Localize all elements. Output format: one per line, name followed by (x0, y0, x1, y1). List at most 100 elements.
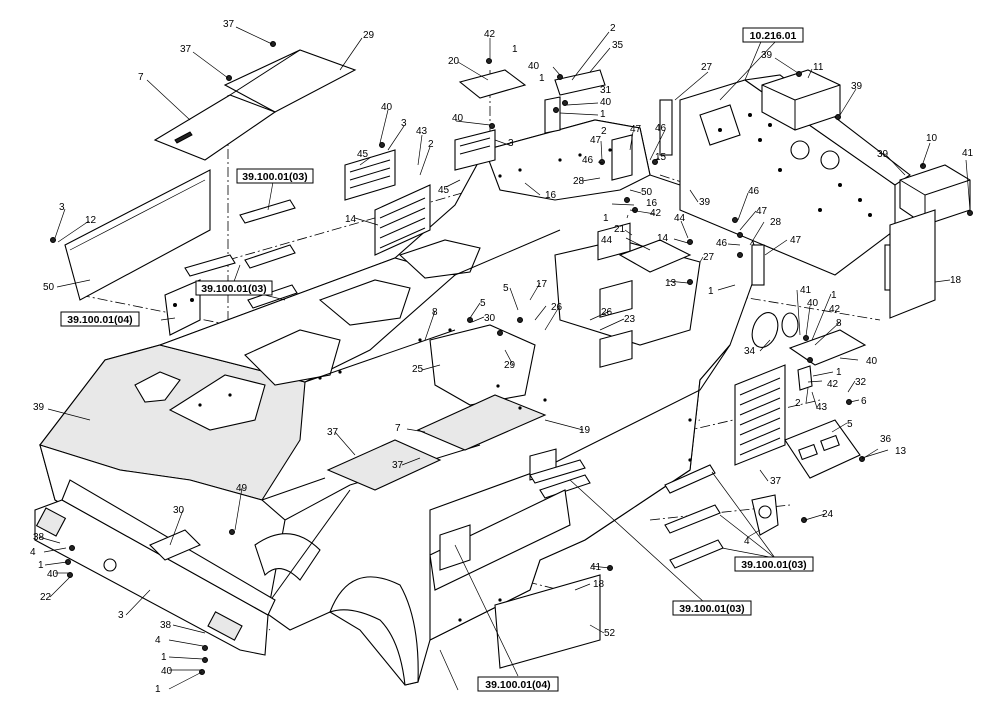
callout: 45 (438, 185, 450, 196)
callout: 40 (807, 298, 819, 309)
ref-39-100-01-03-d: 39.100.01(03) (679, 603, 744, 615)
cabin-opening-3 (398, 239, 481, 279)
callout: 40 (528, 61, 540, 72)
callout-labels: 37 29 37 7 42 1 2 35 40 1 31 40 1 20 27 … (30, 19, 974, 695)
callout: 37 (392, 460, 404, 471)
callout: 47 (756, 206, 768, 217)
front-wheel-cutout (254, 533, 321, 581)
cabin-opening-1 (244, 329, 341, 386)
callout: 10 (926, 133, 938, 144)
callout: 17 (536, 279, 548, 290)
callout: 39 (851, 81, 863, 92)
callout: 6 (861, 396, 867, 407)
callout: 4 (155, 635, 161, 646)
callout: 11 (813, 62, 824, 73)
cabin-opening-2 (318, 279, 411, 326)
callout: 1 (512, 44, 518, 55)
callout: 46 (748, 186, 760, 197)
right-small-plates (439, 419, 861, 571)
callout: 40 (47, 569, 59, 580)
callout: 46 (655, 123, 667, 134)
grille-12 (374, 184, 431, 256)
callout: 30 (173, 505, 185, 516)
callout: 13 (895, 446, 907, 457)
callout: 36 (880, 434, 892, 445)
callout: 50 (43, 282, 55, 293)
callout: 1 (155, 684, 161, 695)
callout: 28 (770, 217, 782, 228)
callout: 29 (363, 30, 375, 41)
callout: 15 (655, 152, 667, 163)
rear-panel-assembly (679, 74, 911, 276)
callout: 3 (59, 202, 65, 213)
callout: 30 (484, 313, 496, 324)
top-cover-plates (153, 49, 357, 161)
callout: 18 (950, 275, 962, 286)
deck-plate-29 (416, 394, 547, 451)
callout: 1 (38, 560, 44, 571)
roof-opening (134, 371, 181, 403)
callout: 1 (600, 109, 606, 120)
callout: 8 (836, 318, 842, 329)
callout: 41 (962, 148, 974, 159)
front-bumper (34, 479, 276, 656)
callout: 31 (600, 85, 612, 96)
callout: 42 (650, 208, 662, 219)
callout: 28 (573, 176, 585, 187)
callout: 21 (614, 224, 626, 235)
callout: 1 (836, 367, 842, 378)
callout: 2 (428, 139, 434, 150)
callout: 5 (503, 283, 509, 294)
callout: 43 (816, 402, 828, 413)
ref-39-100-01-04-b: 39.100.01(04) (485, 679, 550, 691)
callout: 27 (703, 252, 715, 263)
callout: 3 (118, 610, 124, 621)
callout: 24 (822, 509, 834, 520)
callout: 39 (33, 402, 45, 413)
callout: 7 (395, 423, 401, 434)
callout: 25 (412, 364, 424, 375)
callout: 16 (545, 190, 557, 201)
stowage-boxes (761, 69, 971, 226)
callout: 39 (877, 149, 889, 160)
callout: 40 (161, 666, 173, 677)
callout: 29 (504, 360, 516, 371)
callout: 3 (401, 118, 407, 129)
driver-hatch-opening (168, 374, 266, 431)
callout: 50 (641, 187, 653, 198)
callout: 1 (708, 286, 714, 297)
callout: 42 (829, 304, 841, 315)
callout: 37 (223, 19, 235, 30)
ref-39-100-01-03-b: 39.100.01(03) (201, 283, 266, 295)
callout: 3 (508, 138, 514, 149)
callout: 35 (612, 40, 624, 51)
side-window-2 (599, 279, 633, 318)
grille-13 (734, 364, 786, 466)
callout: 1 (831, 290, 837, 301)
callout: 19 (579, 425, 591, 436)
callout: 1 (603, 213, 609, 224)
callout: 27 (701, 62, 713, 73)
callout: 2 (795, 398, 801, 409)
callout: 37 (770, 476, 782, 487)
callout: 52 (604, 628, 616, 639)
callout: 43 (416, 126, 428, 137)
callout: 40 (452, 113, 464, 124)
ref-39-100-01-04-a: 39.100.01(04) (67, 314, 132, 326)
callout: 8 (432, 307, 438, 318)
callout: 18 (593, 579, 605, 590)
side-window-3 (599, 329, 633, 368)
ref-39-100-01-03-a: 39.100.01(03) (242, 171, 307, 183)
callout: 47 (590, 135, 602, 146)
rear-wheel-arch (329, 576, 419, 686)
callout: 47 (790, 235, 802, 246)
callout: 1 (539, 73, 545, 84)
callout: 4 (30, 547, 36, 558)
bracket-35 (554, 69, 606, 96)
callout: 38 (160, 620, 172, 631)
hull-body (39, 119, 761, 686)
callout: 22 (40, 592, 52, 603)
callout: 44 (674, 213, 686, 224)
callout: 42 (827, 379, 839, 390)
callout: 26 (601, 307, 613, 318)
